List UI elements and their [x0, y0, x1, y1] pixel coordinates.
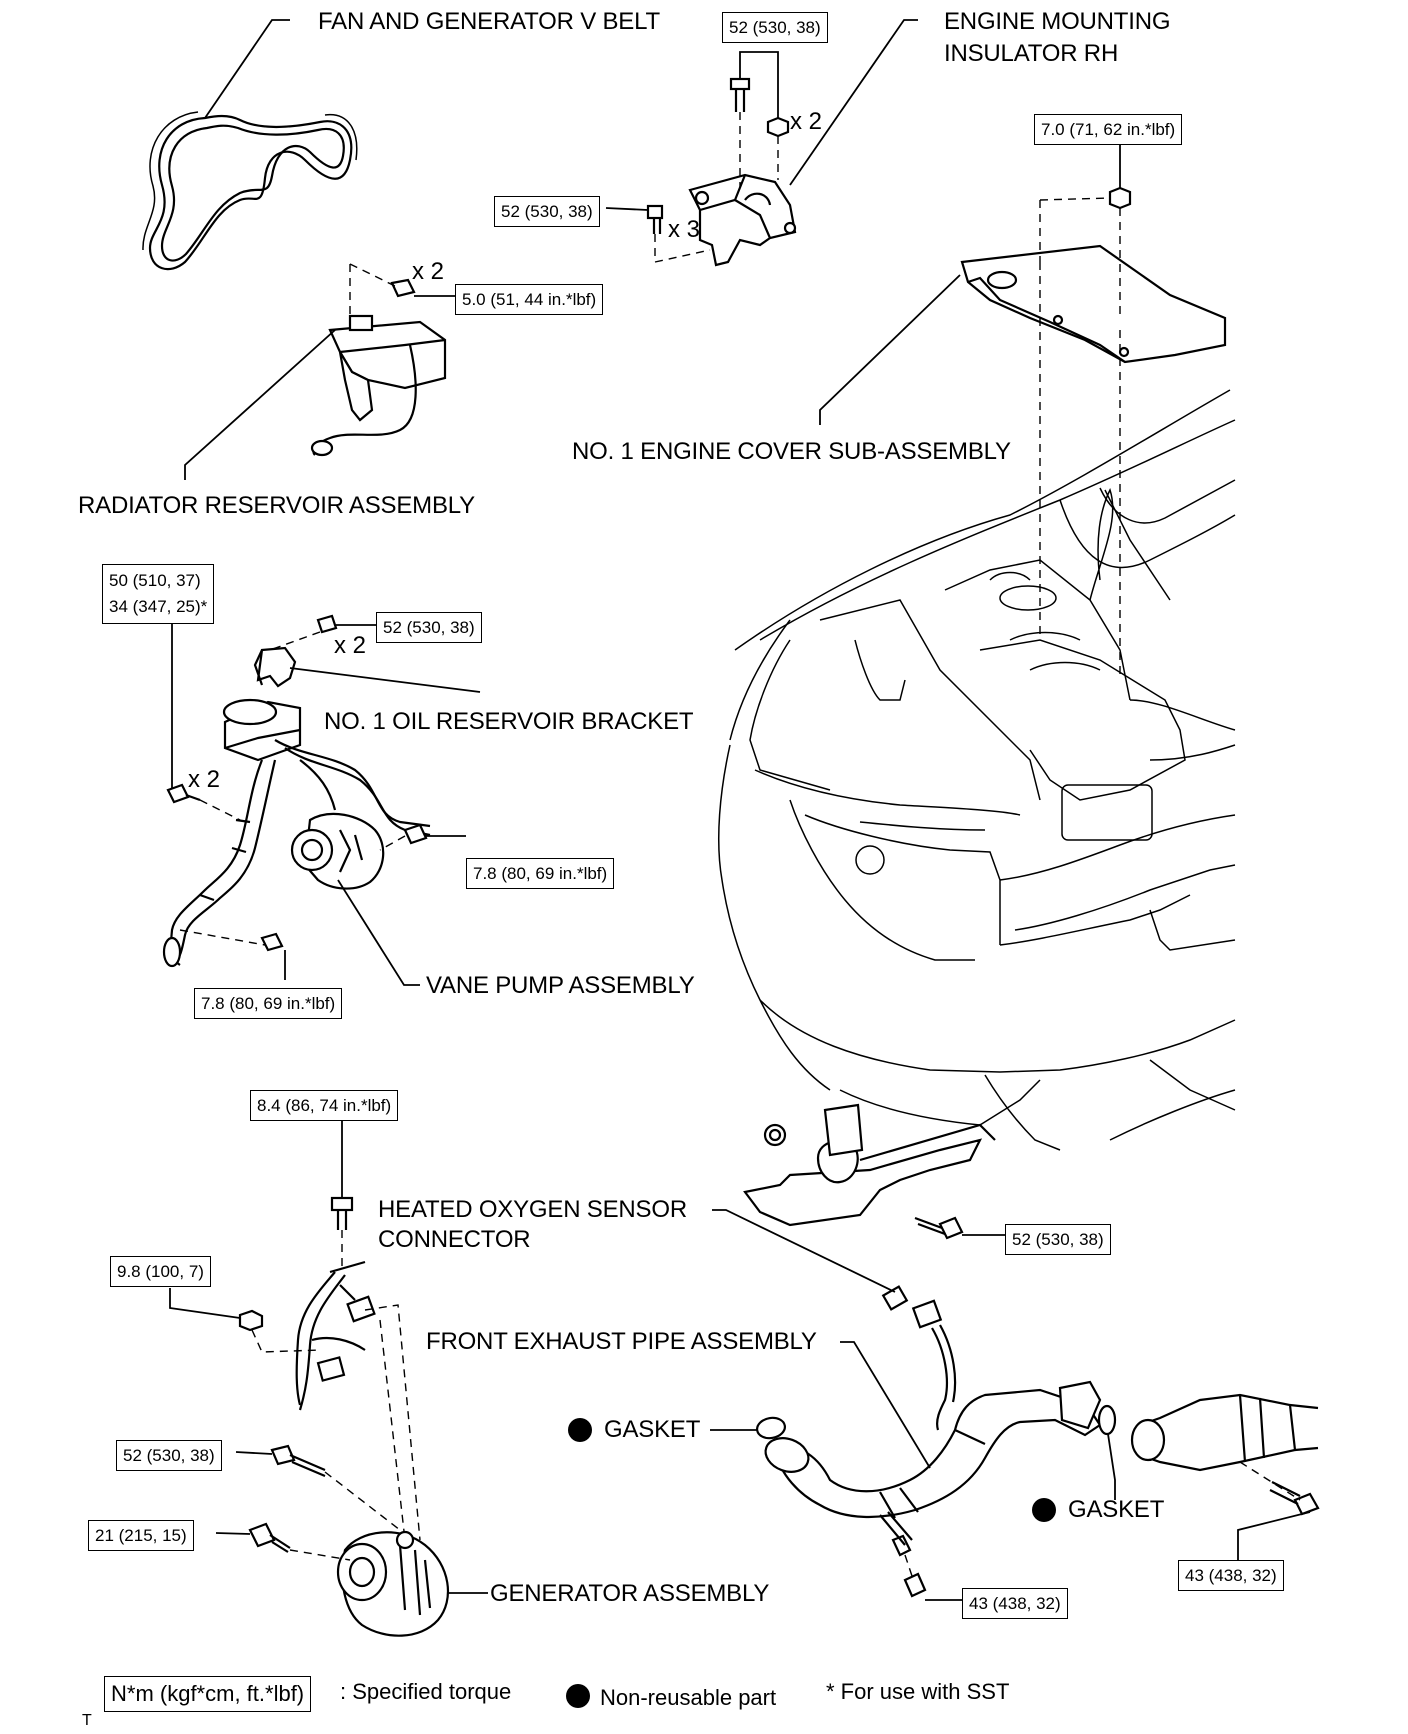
- pump-label-leader: [337, 879, 420, 986]
- gen-bolt-1-leader: [235, 1451, 273, 1455]
- radiator-reservoir-label: RADIATOR RESERVOIR ASSEMBLY: [78, 492, 475, 519]
- o2-connector-label-line2: CONNECTOR: [378, 1226, 531, 1253]
- harness-nut-leader: [169, 1288, 241, 1319]
- torque-mount-top: 52 (530, 38): [722, 12, 828, 43]
- gen-bolt-2-leader: [215, 1532, 251, 1535]
- reservoir-label-leader: [184, 329, 336, 480]
- oil-reservoir-bracket-label: NO. 1 OIL RESERVOIR BRACKET: [324, 708, 694, 735]
- legend-torque-text: : Specified torque: [340, 1679, 512, 1704]
- gasket-right-label: GASKET: [1068, 1496, 1165, 1523]
- torque-reservoir-bolt: 5.0 (51, 44 in.*lbf): [455, 284, 604, 315]
- multiplier-mount-nut: x 2: [790, 108, 823, 135]
- v-belt-leader: [204, 19, 290, 119]
- torque-exhaust-mount: 52 (530, 38): [1005, 1224, 1111, 1255]
- legend-nonreusable-dot: [566, 1684, 590, 1708]
- torque-cover-nut: 7.0 (71, 62 in.*lbf): [1034, 114, 1183, 145]
- torque-mount-side: 52 (530, 38): [494, 196, 600, 227]
- torque-harness-bolt: 8.4 (86, 74 in.*lbf): [250, 1090, 399, 1121]
- vane-pump-label: VANE PUMP ASSEMBLY: [426, 972, 695, 999]
- torque-exhaust-stud: 43 (438, 32): [962, 1588, 1068, 1619]
- vane-pump-drawing: [162, 614, 431, 968]
- torque-pump-bottom: 7.8 (80, 69 in.*lbf): [194, 988, 343, 1019]
- o2-label-leader: [712, 1209, 896, 1293]
- torque-pump-main-line2: 34 (347, 25)*: [109, 597, 208, 616]
- o2-connector-label-line1: HEATED OXYGEN SENSOR: [378, 1196, 687, 1223]
- nonreusable-dot-gasket-right: [1032, 1498, 1056, 1522]
- corner-mark: T: [82, 1712, 92, 1729]
- exhaust-flange-leader: [1237, 1511, 1311, 1560]
- nonreusable-dot-gasket-left: [568, 1418, 592, 1442]
- generator-drawing: [238, 1196, 450, 1637]
- radiator-reservoir-drawing: [310, 263, 447, 457]
- torque-bracket-bolt: 52 (530, 38): [376, 612, 482, 643]
- torque-pump-side: 7.8 (80, 69 in.*lbf): [466, 858, 615, 889]
- engine-mount-label-line2: INSULATOR RH: [944, 40, 1119, 67]
- exhaust-drawing: [743, 1103, 1320, 1598]
- legend-nonreusable-text: Non-reusable part: [600, 1685, 777, 1710]
- legend-sst-text: * For use with SST: [826, 1679, 1010, 1704]
- torque-gen-bolt-1: 52 (530, 38): [116, 1440, 222, 1471]
- generator-label: GENERATOR ASSEMBLY: [490, 1580, 770, 1607]
- vehicle-body-drawing: [717, 389, 1236, 1151]
- gasket-right-leader: [1107, 1433, 1116, 1500]
- engine-mount-label-line1: ENGINE MOUNTING: [944, 8, 1171, 35]
- exhaust-label-leader: [840, 1341, 931, 1469]
- legend-torque-box: N*m (kgf*cm, ft.*lbf): [104, 1676, 312, 1712]
- mount-label-leader: [789, 19, 918, 186]
- cover-label-leader: [819, 274, 961, 425]
- torque-harness-nut: 9.8 (100, 7): [110, 1256, 211, 1287]
- torque-pump-main-line1: 50 (510, 37): [109, 571, 201, 590]
- multiplier-reservoir: x 2: [412, 258, 445, 285]
- torque-gen-bolt-2: 21 (215, 15): [88, 1520, 194, 1551]
- multiplier-mount-bolts: x 3: [668, 216, 701, 243]
- multiplier-pump: x 2: [188, 766, 221, 793]
- mount-top-leader: [739, 51, 779, 118]
- engine-cover-label: NO. 1 ENGINE COVER SUB-ASSEMBLY: [572, 438, 1011, 465]
- torque-pump-main: 50 (510, 37) 34 (347, 25)*: [102, 564, 215, 624]
- fan-belt-label: FAN AND GENERATOR V BELT: [318, 8, 660, 35]
- torque-exhaust-flange: 43 (438, 32): [1178, 1560, 1284, 1591]
- v-belt-drawing: [142, 111, 358, 271]
- mount-side-leader: [605, 207, 649, 211]
- multiplier-bracket: x 2: [334, 632, 367, 659]
- gasket-left-label: GASKET: [604, 1416, 701, 1443]
- bracket-label-leader: [289, 667, 481, 693]
- exhaust-pipe-label: FRONT EXHAUST PIPE ASSEMBLY: [426, 1328, 817, 1355]
